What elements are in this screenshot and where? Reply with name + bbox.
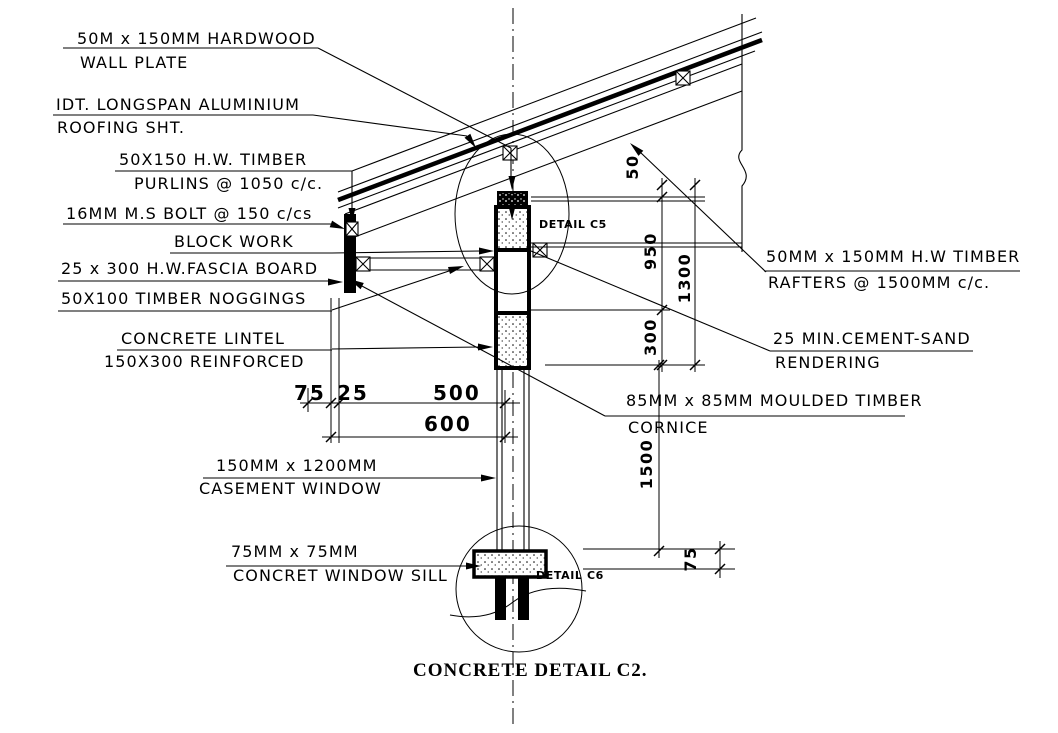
label-cornice-line1: 85MM x 85MM MOULDED TIMBER	[626, 391, 923, 410]
label-noggings: 50X100 TIMBER NOGGINGS	[61, 289, 307, 308]
dim-950: 950	[641, 232, 660, 270]
label-detail-c5: DETAIL C5	[539, 218, 607, 231]
label-roofing-sheet-line2: ROOFING SHT.	[57, 118, 186, 137]
label-block-work: BLOCK WORK	[174, 232, 294, 251]
label-casement-line1: 150MM x 1200MM	[216, 456, 378, 475]
dim-1300: 1300	[675, 252, 694, 304]
label-cornice-line2: CORNICE	[628, 418, 709, 437]
dimension-lines	[300, 178, 735, 578]
label-lintel-line1: CONCRETE LINTEL	[121, 329, 285, 348]
dim-500: 500	[433, 381, 481, 405]
dim-25: 25	[337, 381, 369, 405]
dim-75-sill: 75	[681, 546, 700, 572]
label-sill-line2: CONCRET WINDOW SILL	[233, 566, 448, 585]
label-wall-plate-line2: WALL PLATE	[80, 53, 189, 72]
column-section	[494, 191, 531, 370]
break-line	[738, 14, 747, 252]
label-roofing-sheet-line1: IDT. LONGSPAN ALUMINIUM	[56, 95, 300, 114]
label-purlins-line1: 50X150 H.W. TIMBER	[119, 150, 308, 169]
label-sill-line1: 75MM x 75MM	[231, 542, 359, 561]
label-wall-plate-line1: 50M x 150MM HARDWOOD	[77, 29, 316, 48]
label-detail-c6: DETAIL C6	[536, 569, 604, 582]
dim-1500: 1500	[637, 438, 656, 490]
window-section	[449, 370, 587, 620]
label-rafters-line1: 50MM x 150MM H.W TIMBER	[766, 247, 1021, 266]
dim-600: 600	[424, 412, 472, 436]
label-rendering-line1: 25 MIN.CEMENT-SAND	[773, 329, 971, 348]
roof-purlin-boxes	[345, 70, 691, 237]
label-rafters-line2: RAFTERS @ 1500MM c/c.	[768, 273, 991, 292]
label-casement-line2: CASEMENT WINDOW	[199, 479, 382, 498]
detail-circles	[454, 133, 583, 653]
drawing-title: CONCRETE DETAIL C2.	[413, 660, 648, 681]
dim-300: 300	[641, 318, 660, 356]
dim-75: 75	[294, 381, 326, 405]
roof-lines	[337, 17, 763, 239]
label-fascia-board: 25 x 300 H.W.FASCIA BOARD	[61, 259, 319, 278]
dim-50: 50	[623, 154, 642, 180]
label-purlins-line2: PURLINS @ 1050 c/c.	[134, 174, 324, 193]
ceiling-noggings	[355, 242, 742, 272]
label-rendering-line2: RENDERING	[775, 353, 881, 372]
label-lintel-line2: 150X300 REINFORCED	[104, 352, 305, 371]
leader-lines	[53, 47, 1020, 570]
label-ms-bolt: 16MM M.S BOLT @ 150 c/cs	[66, 204, 313, 223]
